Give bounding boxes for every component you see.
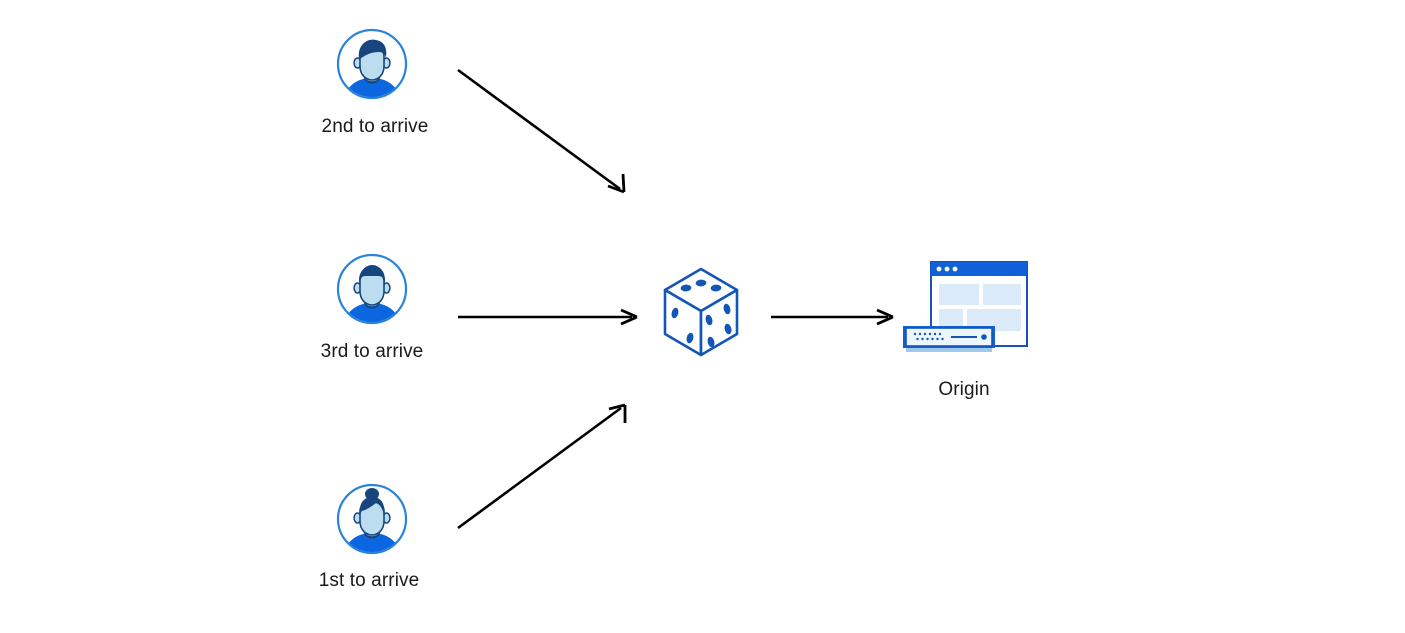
client-node-1st[interactable] (336, 483, 408, 555)
arrow-3rd-to-balancer (458, 308, 638, 326)
origin-label: Origin (938, 379, 990, 400)
load-balancer-node[interactable] (661, 266, 741, 358)
client-label-1st: 1st to arrive (318, 570, 420, 591)
avatar-person-icon (336, 253, 408, 325)
server-device-icon (903, 326, 995, 352)
avatar-person-icon (336, 28, 408, 100)
arrow-balancer-to-origin (771, 308, 894, 326)
client-node-2nd[interactable] (336, 28, 408, 100)
browser-window-with-server-icon (903, 261, 1028, 352)
client-label-3rd: 3rd to arrive (320, 341, 424, 362)
dice-icon (663, 267, 739, 357)
arrow-1st-to-balancer (457, 403, 627, 530)
arrow-2nd-to-balancer (457, 68, 626, 194)
avatar-person-icon (336, 483, 408, 555)
client-node-3rd[interactable] (336, 253, 408, 325)
origin-node[interactable] (893, 256, 1038, 366)
client-label-2nd: 2nd to arrive (321, 116, 429, 137)
